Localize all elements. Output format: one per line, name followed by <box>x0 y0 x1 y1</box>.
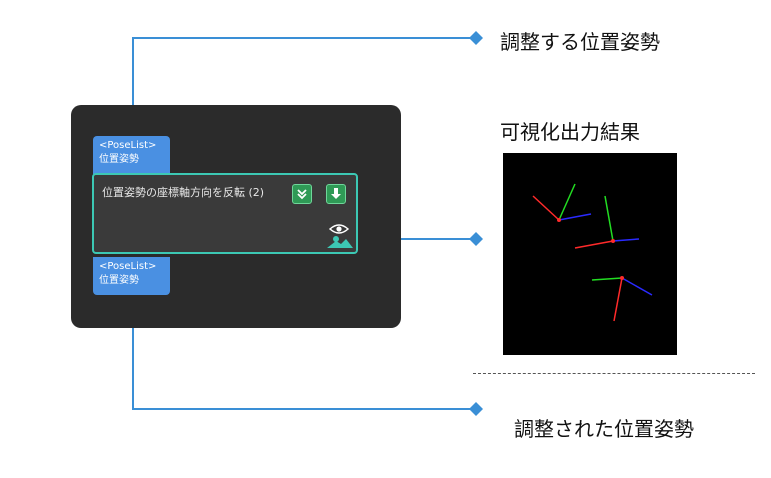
input-port-type: <PoseList> <box>99 140 157 151</box>
middle-end-diamond <box>469 232 483 246</box>
pose-axes-1 <box>532 183 592 222</box>
debug-output-button[interactable] <box>326 184 346 204</box>
bottom-connector <box>132 306 476 410</box>
output-port-label: 位置姿勢 <box>99 275 139 286</box>
output-port[interactable]: <PoseList> 位置姿勢 <box>93 257 170 295</box>
top-end-diamond <box>469 31 483 45</box>
collapse-button[interactable] <box>292 184 312 204</box>
divider <box>473 373 755 374</box>
pose-axes-2 <box>574 195 640 249</box>
visualization-preview <box>503 153 677 355</box>
input-port-label: 位置姿勢 <box>99 154 139 165</box>
node-title: 位置姿勢の座標軸方向を反転 (2) <box>102 186 265 199</box>
top-connector <box>132 37 476 120</box>
eye-icon[interactable] <box>324 222 354 248</box>
download-icon <box>331 188 341 199</box>
pose-axes-3 <box>591 276 653 322</box>
step-node[interactable] <box>92 173 358 254</box>
output-port-type: <PoseList> <box>99 261 157 272</box>
input-caption: 調整する位置姿勢 <box>500 30 660 54</box>
bottom-end-diamond <box>469 402 483 416</box>
visualization-caption: 可視化出力結果 <box>500 120 640 144</box>
input-port[interactable]: <PoseList> 位置姿勢 <box>93 136 170 174</box>
chevron-down-icon <box>297 189 307 200</box>
output-caption: 調整された位置姿勢 <box>514 417 694 441</box>
